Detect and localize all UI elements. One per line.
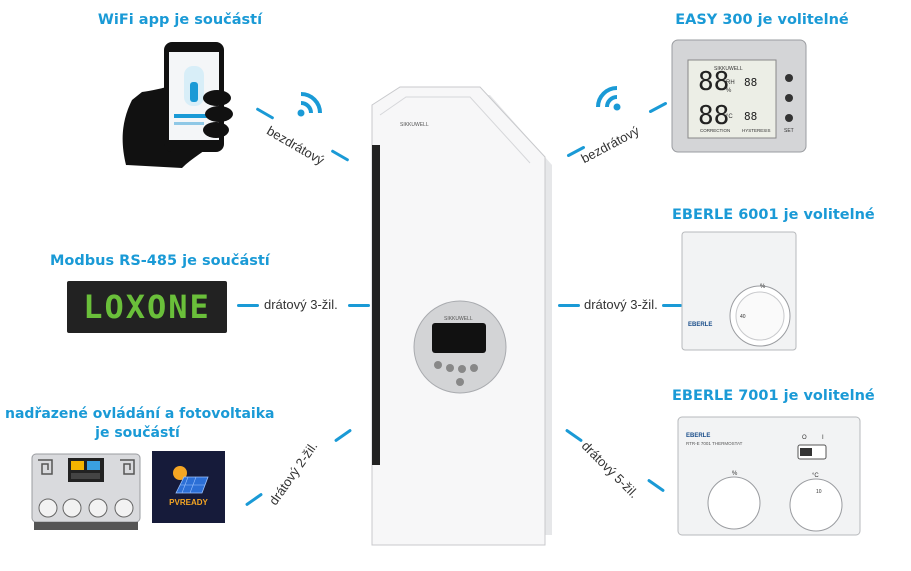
loxone-connector-line (237, 304, 259, 307)
wifi-icon (297, 92, 322, 117)
loxone-logo: LOXONE (67, 281, 227, 333)
easy300-temp-unit: °C (726, 114, 733, 120)
easy300-connection-label: bezdrátový (578, 123, 642, 167)
svg-text:88: 88 (744, 110, 757, 123)
eberle7001-model: RTR-E 7001 THERMOSTAT (686, 441, 743, 446)
phone-connection-label: bezdrátový (264, 123, 327, 168)
loxone-logo-text: LOXONE (83, 288, 211, 326)
eberle6001-brand: EBERLE (688, 322, 713, 328)
eberle6001-dial-mark: 40 (740, 314, 746, 320)
eberle7001-connector-line (564, 428, 584, 443)
modbus-title: Modbus RS-485 je součástí (50, 253, 270, 269)
pvready-logo-text: PVREADY (169, 498, 208, 507)
easy300-rh-unit: RH (726, 80, 735, 86)
unit-brand: SIKKUWELL (400, 122, 429, 128)
loxone-connection-label: drátový 3-žil. (264, 297, 338, 312)
easy300-connector-line (648, 101, 668, 114)
wifi-app-title: WiFi app je součástí (97, 12, 263, 28)
solar-panel-icon (173, 466, 209, 494)
easy300-pct-unit: % (726, 88, 732, 94)
easy300-title: EASY 300 je volitelné (675, 12, 849, 28)
eberle7001-device: EBERLE RTR-E 7001 THERMOSTAT O I % °C 10 (676, 415, 862, 537)
svg-text:88: 88 (744, 76, 757, 89)
unit-display-brand: SIKKUWELL (444, 316, 473, 322)
eberle7001-connector-line (646, 478, 666, 493)
easy300-hysteresis-label: HYSTERESIS (742, 128, 771, 133)
phone-connector-line (255, 107, 275, 120)
eberle6001-connector-line (662, 304, 682, 307)
eberle7001-switch-on: I (822, 435, 824, 441)
board-connection-label: drátový 2-žil. (265, 438, 321, 508)
control-board-image (31, 453, 141, 530)
easy300-body: 88 88 88 88 (671, 39, 807, 153)
eberle7001-left-dial-unit: % (732, 471, 738, 477)
board-connector-line (244, 492, 264, 507)
eberle6001-device: EBERLE % 40 (680, 230, 798, 352)
eberle6001-connection-label: drátový 3-žil. (584, 297, 658, 312)
svg-text:88: 88 (698, 101, 729, 131)
pvready-logo: PVREADY (152, 451, 225, 523)
eberle6001-connector-line (558, 304, 580, 307)
eberle6001-body (681, 231, 797, 351)
loxone-connector-line (348, 304, 370, 307)
easy300-correction-label: CORRECTION (700, 128, 731, 133)
eberle7001-right-dial-unit: °C (812, 473, 819, 479)
eberle7001-brand: EBERLE (686, 433, 711, 439)
main-unit-image (371, 86, 552, 546)
eberle6001-dial-unit: % (760, 284, 766, 290)
easy300-device: 88 88 88 88 SIKKUWELL RH % °C CORRECTION… (670, 38, 810, 156)
overriding-title-line2: je součástí (95, 425, 180, 441)
svg-text:88: 88 (698, 67, 729, 97)
easy300-brand: SIKKUWELL (714, 66, 743, 72)
eberle7001-body (677, 416, 861, 536)
overriding-title-line1: nadřazené ovládání a fotovoltaika (5, 406, 275, 422)
eberle7001-connection-label: drátový 5-žil. (578, 438, 642, 501)
eberle7001-title: EBERLE 7001 je volitelné (672, 388, 875, 404)
eberle6001-title: EBERLE 6001 je volitelné (672, 207, 875, 223)
easy300-set-label: SET (784, 128, 794, 134)
eberle7001-switch-off: O (802, 435, 807, 441)
eberle7001-right-dial-mark: 10 (816, 489, 822, 495)
smartphone-hand-image (122, 42, 233, 168)
board-connector-line (333, 428, 353, 443)
phone-connector-line (330, 149, 350, 162)
wifi-icon (596, 86, 621, 111)
